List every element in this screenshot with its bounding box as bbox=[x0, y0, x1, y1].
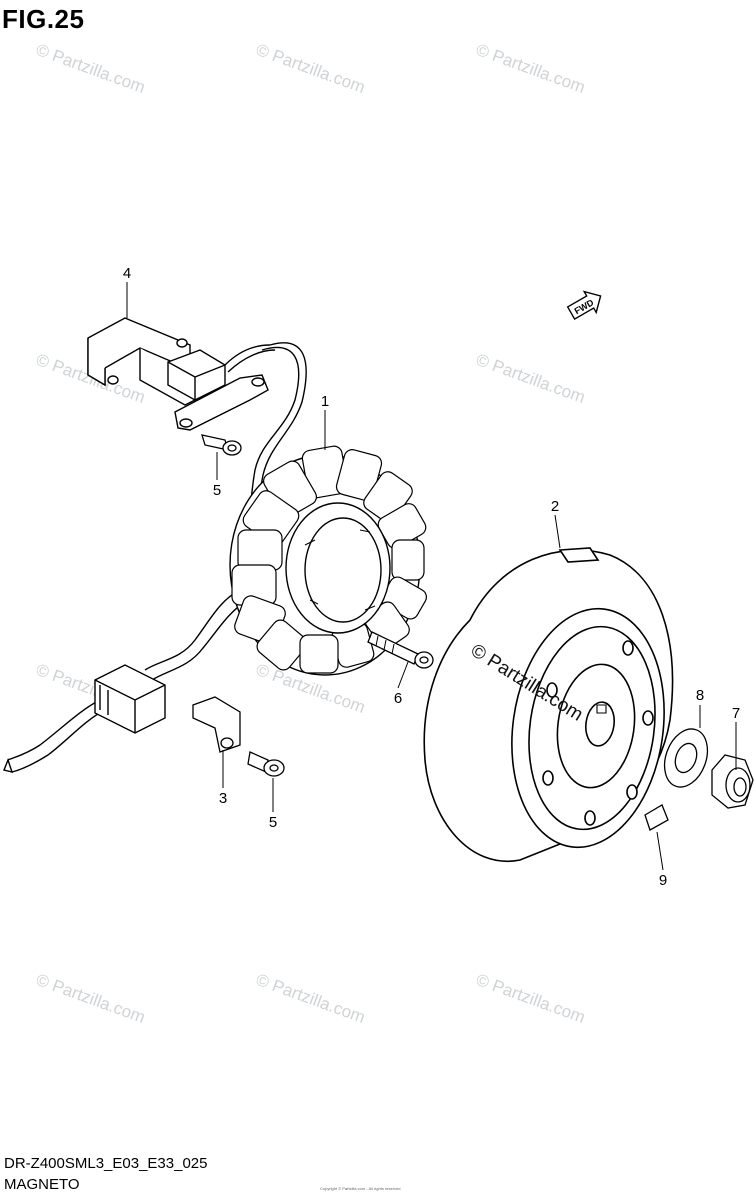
screw bbox=[247, 751, 285, 777]
callout-4: 4 bbox=[123, 265, 131, 282]
copyright-text: Copyright © Partzilla.com - All rights r… bbox=[320, 1186, 401, 1191]
leader-lines bbox=[126, 282, 737, 871]
pickup-bracket bbox=[87, 317, 269, 431]
callout-5: 5 bbox=[269, 814, 277, 831]
wire-connector bbox=[94, 664, 166, 734]
callouts: 4 1 2 5 6 3 5 8 7 9 bbox=[123, 265, 740, 889]
figure-title: FIG.25 bbox=[2, 4, 85, 34]
washer bbox=[663, 728, 709, 788]
stator bbox=[229, 445, 427, 676]
callout-6: 6 bbox=[394, 690, 402, 707]
callout-5: 5 bbox=[213, 482, 221, 499]
key bbox=[644, 804, 669, 831]
bolt bbox=[367, 631, 434, 669]
callout-8: 8 bbox=[696, 687, 704, 704]
fwd-arrow-icon: FWD bbox=[566, 290, 602, 321]
wire-harness bbox=[3, 342, 307, 773]
clamp bbox=[192, 696, 241, 753]
stator-coils bbox=[231, 445, 427, 674]
callout-3: 3 bbox=[219, 790, 227, 807]
figure-subtitle: MAGNETO bbox=[4, 1176, 80, 1193]
callout-9: 9 bbox=[659, 872, 667, 889]
nut bbox=[711, 754, 754, 809]
screw bbox=[201, 434, 242, 456]
callout-2: 2 bbox=[551, 498, 559, 515]
callout-7: 7 bbox=[732, 705, 740, 722]
callout-1: 1 bbox=[321, 393, 329, 410]
rotor bbox=[423, 547, 674, 863]
model-code: DR-Z400SML3_E03_E33_025 bbox=[4, 1155, 208, 1172]
